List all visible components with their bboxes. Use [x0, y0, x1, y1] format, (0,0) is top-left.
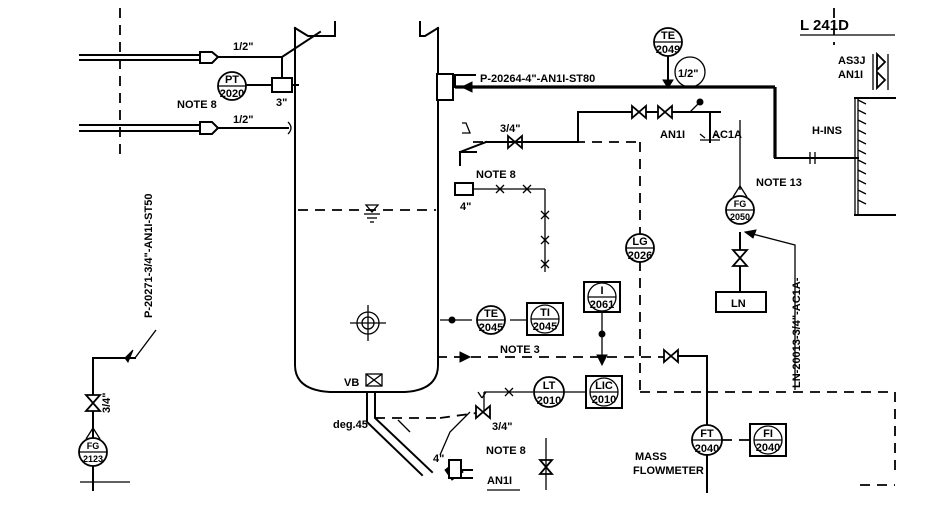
instrument-te2049[interactable]: TE 2049 [653, 27, 706, 88]
label-an1i-b: AN1I [487, 475, 512, 487]
instrument-lic2010[interactable]: LIC 2010 [585, 375, 623, 409]
label-size-34-a: 3/4" [500, 123, 521, 135]
label-note8-a: NOTE 8 [177, 99, 217, 111]
ln-box [715, 291, 767, 313]
middle-piping [366, 122, 896, 491]
label-size-half-1: 1/2" [233, 41, 254, 53]
label-flowmeter: FLOWMETER [633, 465, 704, 477]
svg-text:LIC: LIC [595, 380, 613, 392]
label-an1i-a: AN1I [660, 129, 685, 141]
label-ln-box: LN [731, 298, 746, 310]
label-note8-b: NOTE 8 [476, 169, 516, 181]
nozzle-4in [454, 182, 474, 196]
instrument-te2045[interactable]: TE 2045 [476, 305, 506, 335]
label-note8-c: NOTE 8 [486, 445, 526, 457]
instrument-fg2050[interactable]: FG 2050 [725, 184, 755, 225]
svg-text:2026: 2026 [628, 250, 652, 262]
svg-text:LG: LG [632, 236, 647, 248]
instrument-pt2020[interactable]: PT 2020 [217, 71, 247, 101]
svg-text:2049: 2049 [656, 44, 680, 56]
top-left-piping [79, 8, 322, 160]
label-ac1a: AC1A [712, 129, 742, 141]
instrument-fg2123[interactable]: FG 2123 [78, 426, 108, 467]
svg-text:2020: 2020 [220, 88, 244, 100]
instrument-lt2010[interactable]: LT 2010 [533, 376, 565, 408]
svg-text:I: I [600, 285, 603, 297]
instrument-ft2040[interactable]: FT 2040 [691, 424, 723, 456]
label-size-34-b: 3/4" [492, 421, 513, 433]
svg-text:FG: FG [734, 199, 747, 209]
label-note13: NOTE 13 [756, 177, 802, 189]
left-lower-piping [80, 329, 157, 491]
label-size-4in-a: 4" [460, 201, 471, 213]
label-line-ln20013: LN-20013-3/4"-AC1A- [791, 277, 803, 388]
label-note3: NOTE 3 [500, 344, 540, 356]
vent-box [365, 373, 383, 387]
instrument-lg2026[interactable]: LG 2026 [625, 233, 655, 263]
instrument-ti2045[interactable]: TI 2045 [526, 302, 564, 336]
label-line-p20271: P-20271-3/4"-AN1I-ST50 [143, 194, 155, 318]
svg-text:TE: TE [661, 30, 675, 42]
svg-text:TE: TE [484, 308, 498, 320]
label-corner: L 241D [800, 17, 849, 34]
pt-connection [271, 77, 293, 93]
label-h-ins: H-INS [812, 125, 842, 137]
svg-text:2061: 2061 [590, 299, 614, 311]
label-size-3in: 3" [276, 97, 287, 109]
top-right-piping [436, 8, 896, 392]
label-as3j: AS3J [838, 55, 866, 67]
svg-text:2050: 2050 [730, 212, 750, 222]
svg-text:2010: 2010 [537, 395, 561, 407]
svg-text:FG: FG [87, 441, 100, 451]
manway-symbol [350, 305, 386, 341]
svg-text:2045: 2045 [479, 322, 503, 334]
svg-text:FT: FT [700, 428, 714, 440]
label-an1i-c: AN1I [838, 69, 863, 81]
nozzle-top [436, 73, 454, 101]
vessel [293, 21, 440, 393]
label-size-half-2: 1/2" [233, 114, 254, 126]
svg-text:2010: 2010 [592, 394, 616, 406]
label-mass: MASS [635, 451, 667, 463]
svg-text:2040: 2040 [756, 442, 780, 454]
instrument-fi2040[interactable]: FI 2040 [749, 423, 787, 457]
svg-text:2123: 2123 [83, 454, 103, 464]
svg-text:FI: FI [763, 428, 773, 440]
label-deg45: deg.45 [333, 419, 368, 431]
svg-text:2045: 2045 [533, 321, 557, 333]
svg-text:TI: TI [540, 307, 550, 319]
svg-text:LT: LT [543, 380, 556, 392]
liquid-level-symbol [364, 204, 380, 223]
label-line-p20264: P-20264-4"-AN1I-ST80 [480, 73, 595, 85]
label-vb: VB [344, 377, 359, 389]
svg-text:2040: 2040 [695, 443, 719, 455]
labels: 1/2" 1/2" NOTE 8 3" P-20264-4"-AN1I-ST80… [101, 17, 866, 487]
label-size-34-c: 3/4" [101, 392, 113, 413]
label-size-4in-b: 4" [433, 453, 444, 465]
svg-text:PT: PT [225, 74, 239, 86]
instrument-i2061[interactable]: I 2061 [583, 281, 621, 313]
label-size-half-te: 1/2" [678, 68, 699, 80]
